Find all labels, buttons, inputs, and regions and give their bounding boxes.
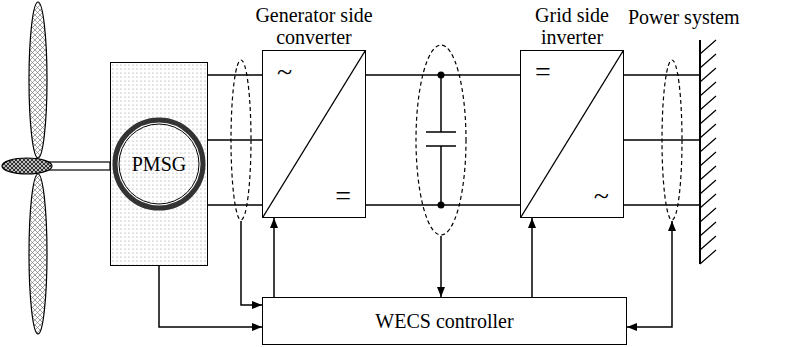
measurement-arrow bbox=[241, 221, 262, 305]
inverter-title: Grid side inverter bbox=[522, 4, 622, 48]
controller-name: WECS controller bbox=[375, 310, 513, 332]
dc-symbol: = bbox=[335, 181, 351, 211]
measurement-ellipse bbox=[416, 45, 466, 235]
diagonal-line bbox=[521, 51, 623, 217]
stator-ring bbox=[115, 120, 203, 208]
converter-box: Generator side converter~= bbox=[262, 50, 366, 218]
measurement-arrow bbox=[440, 236, 442, 297]
ac-symbol: ~ bbox=[277, 57, 292, 87]
turbine-blade bbox=[29, 2, 47, 158]
dc-symbol: = bbox=[535, 57, 551, 87]
stipple-fill bbox=[111, 63, 207, 265]
inverter-box: Grid side inverter=~ bbox=[520, 50, 624, 218]
turbine-hub bbox=[2, 158, 52, 174]
ac-symbol: ~ bbox=[594, 181, 609, 211]
connector bbox=[273, 218, 275, 297]
controller-box: WECS controller bbox=[262, 297, 627, 345]
diagonal-line bbox=[263, 51, 365, 217]
grid-label: Power system bbox=[628, 6, 740, 28]
connector bbox=[208, 75, 262, 205]
rotor-disc bbox=[119, 124, 199, 204]
measurement-arrow bbox=[627, 221, 672, 327]
connector bbox=[159, 266, 262, 327]
converter-title: Generator side converter bbox=[239, 4, 389, 48]
capacitor-symbol bbox=[426, 75, 456, 205]
turbine-shaft bbox=[46, 162, 110, 170]
generator-box: PMSG bbox=[110, 62, 208, 266]
connector bbox=[531, 218, 533, 297]
generator-name: PMSG bbox=[132, 153, 186, 175]
measurement-ellipse bbox=[662, 60, 682, 220]
turbine-blade bbox=[29, 174, 47, 334]
bus-hatching bbox=[700, 40, 716, 264]
connector bbox=[366, 75, 520, 205]
